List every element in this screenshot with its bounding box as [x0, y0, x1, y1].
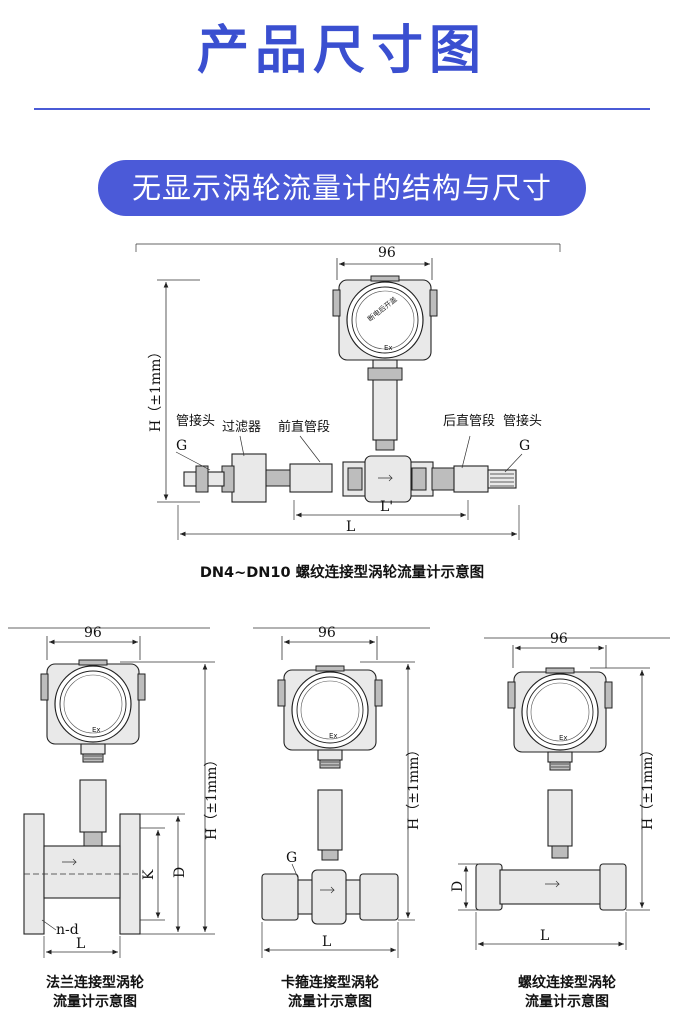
thread-label-right: G — [519, 438, 530, 454]
thread-label-left: G — [176, 438, 187, 454]
clamp-length-label: L — [322, 934, 331, 950]
page-title: 产品尺寸图 — [196, 21, 487, 81]
threaded-caption: 螺纹连接型涡轮 流量计示意图 — [492, 974, 642, 1012]
clamp-caption-line1: 卡箍连接型涡轮 — [281, 975, 379, 991]
clamp-drawing: 96 Ex G H（±1mm） L — [253, 625, 430, 958]
flange-width-label: 96 — [84, 625, 102, 641]
clamp-thread-label: G — [286, 850, 297, 866]
clamp-caption-line2: 流量计示意图 — [288, 994, 372, 1010]
clamp-ex-mark: Ex — [329, 732, 338, 740]
threaded-caption-line2: 流量计示意图 — [525, 994, 609, 1010]
callout-fitting-right: 管接头 — [503, 413, 542, 429]
callout-front-pipe: 前直管段 — [278, 419, 330, 435]
clamp-width-label: 96 — [318, 625, 336, 641]
threaded-assembly-drawing: 断电后开盖 Ex H（±1mm） L — [135, 243, 561, 540]
flange-drawing: 96 Ex H（±1mm） K D n-d L — [8, 625, 220, 958]
callout-rear-pipe: 后直管段 — [443, 414, 495, 429]
flange-height-label: H（±1mm） — [204, 753, 220, 840]
flange-k-label: K — [141, 869, 157, 880]
threaded-width-label: 96 — [550, 631, 568, 647]
title-divider — [34, 108, 650, 110]
callout-fitting-left: 管接头 — [176, 413, 215, 429]
flange-ex-mark: Ex — [92, 726, 101, 734]
flange-d-label: D — [172, 867, 188, 878]
height-label: H（±1mm） — [148, 345, 164, 432]
threaded-length-label: L — [540, 928, 549, 944]
clamp-height-label: H（±1mm） — [406, 743, 422, 830]
flange-caption-line1: 法兰连接型涡轮 — [46, 975, 144, 991]
threaded-d-label: D — [450, 881, 466, 892]
width-label: 96 — [378, 245, 396, 261]
flange-caption-line2: 流量计示意图 — [53, 994, 137, 1010]
threaded-height-label: H（±1mm） — [640, 743, 656, 830]
ex-mark: Ex — [384, 344, 393, 352]
flange-caption: 法兰连接型涡轮 流量计示意图 — [20, 974, 170, 1012]
length-label: L — [346, 519, 355, 535]
flange-bolt-label: n-d — [56, 922, 79, 938]
threaded-caption-line1: 螺纹连接型涡轮 — [518, 975, 616, 991]
callout-filter: 过滤器 — [222, 420, 261, 435]
straight-length-label: L' — [380, 499, 393, 515]
top-drawing-caption: DN4~DN10 螺纹连接型涡轮流量计示意图 — [199, 565, 485, 581]
clamp-caption: 卡箍连接型涡轮 流量计示意图 — [255, 974, 405, 1012]
threaded-ex-mark: Ex — [559, 734, 568, 742]
threaded-drawing: 96 Ex D H（±1mm） L — [450, 631, 670, 950]
flange-length-label: L — [76, 936, 85, 952]
section-title-banner: 无显示涡轮流量计的结构与尺寸 — [98, 160, 586, 216]
